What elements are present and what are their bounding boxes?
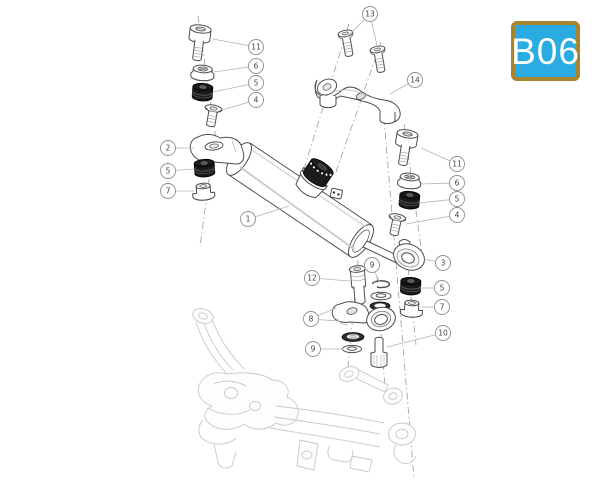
- svg-text:3: 3: [441, 259, 446, 268]
- callout-5: 5: [248, 75, 264, 91]
- bushing-5-rightlow-drawing: [399, 276, 422, 296]
- callout-12: 12: [304, 270, 320, 286]
- svg-text:6: 6: [455, 179, 460, 188]
- bolt-11-left-drawing: [185, 23, 213, 63]
- callout-5: 5: [434, 280, 450, 296]
- callout-14: 14: [407, 72, 423, 88]
- svg-text:11: 11: [251, 43, 261, 52]
- leader-line: [389, 83, 409, 95]
- leader-line: [319, 278, 351, 282]
- callout-10: 10: [435, 325, 451, 341]
- svg-text:14: 14: [410, 76, 420, 85]
- callout-8: 8: [303, 311, 319, 327]
- svg-text:4: 4: [455, 211, 460, 220]
- svg-text:11: 11: [452, 160, 462, 169]
- callout-1: 1: [240, 211, 256, 227]
- bushing-5-left-drawing: [191, 82, 214, 103]
- svg-text:5: 5: [254, 79, 259, 88]
- callout-13: 13: [362, 6, 378, 22]
- callout-7: 7: [434, 299, 450, 315]
- page-code-label: B06: [511, 30, 580, 72]
- left-rod-end-drawing: [189, 134, 245, 165]
- leader-line: [221, 101, 249, 111]
- damper-body-drawing: [225, 142, 406, 266]
- top-bracket-14-drawing: [314, 78, 401, 125]
- leader-line: [371, 21, 379, 51]
- svg-text:8: 8: [309, 315, 314, 324]
- leader-line: [318, 319, 340, 322]
- leader-line: [346, 19, 365, 38]
- callout-7: 7: [160, 183, 176, 199]
- leader-line: [423, 258, 436, 262]
- bushing-5-right-drawing: [398, 190, 421, 211]
- svg-text:6: 6: [254, 62, 259, 71]
- cable-guide-drawing: [329, 187, 343, 200]
- washer-upper-drawing: [370, 291, 392, 301]
- callout-3: 3: [435, 255, 451, 271]
- callout-9: 9: [364, 257, 380, 273]
- leader-line: [212, 38, 249, 46]
- svg-text:5: 5: [440, 284, 445, 293]
- svg-text:10: 10: [438, 329, 448, 338]
- pin-12-drawing: [348, 265, 367, 305]
- bolt-10-drawing: [370, 336, 388, 368]
- leader-line: [374, 272, 380, 282]
- bottom-bracket-8-drawing: [331, 301, 396, 332]
- adjuster-knob-drawing: [295, 158, 334, 199]
- callout-11: 11: [248, 39, 264, 55]
- screw-4-left-drawing: [201, 103, 224, 129]
- bushing-7-rightlow-drawing: [399, 299, 424, 319]
- callout-6: 6: [449, 175, 465, 191]
- callout-4: 4: [449, 207, 465, 223]
- right-rod-end-drawing: [393, 239, 425, 271]
- spacer-6-left-drawing: [190, 63, 216, 82]
- lower-yoke-drawing: [192, 308, 417, 473]
- leader-layer: [175, 19, 450, 350]
- spacer-6-right-drawing: [396, 171, 423, 191]
- bushing-5-leftmid-drawing: [193, 158, 216, 179]
- button-bolts-13-drawing: [336, 28, 390, 75]
- bushing-7-leftmid-drawing: [191, 181, 216, 202]
- svg-text:5: 5: [455, 195, 460, 204]
- callout-5: 5: [449, 191, 465, 207]
- svg-text:5: 5: [166, 167, 171, 176]
- svg-text:7: 7: [440, 303, 445, 312]
- page-code-badge: B06: [511, 21, 580, 81]
- leader-line: [405, 216, 450, 225]
- svg-text:9: 9: [311, 345, 316, 354]
- screw-4-right-drawing: [384, 211, 408, 238]
- callout-6: 6: [248, 58, 264, 74]
- leader-line: [318, 307, 337, 317]
- leader-line: [213, 66, 249, 73]
- svg-text:4: 4: [254, 96, 259, 105]
- svg-text:7: 7: [166, 187, 171, 196]
- link-arm-drawing: [338, 366, 403, 405]
- leader-line: [420, 147, 450, 162]
- callout-4: 4: [248, 92, 264, 108]
- callout-9: 9: [305, 341, 321, 357]
- svg-text:2: 2: [166, 144, 171, 153]
- leader-line: [175, 168, 195, 171]
- callout-2: 2: [160, 140, 176, 156]
- bolt-11-right-drawing: [391, 127, 420, 168]
- bearing-lower-drawing: [341, 332, 365, 342]
- circlip-drawing: [371, 280, 391, 289]
- svg-text:12: 12: [307, 274, 317, 283]
- callout-11: 11: [449, 156, 465, 172]
- washer-lower-drawing: [342, 344, 362, 354]
- leader-line: [420, 182, 450, 185]
- callout-5: 5: [160, 163, 176, 179]
- leader-line: [212, 84, 249, 93]
- svg-text:13: 13: [365, 10, 375, 19]
- leader-line: [255, 205, 290, 217]
- svg-text:1: 1: [246, 215, 251, 224]
- svg-text:9: 9: [370, 261, 375, 270]
- leader-line: [386, 334, 436, 348]
- leader-line: [418, 199, 450, 204]
